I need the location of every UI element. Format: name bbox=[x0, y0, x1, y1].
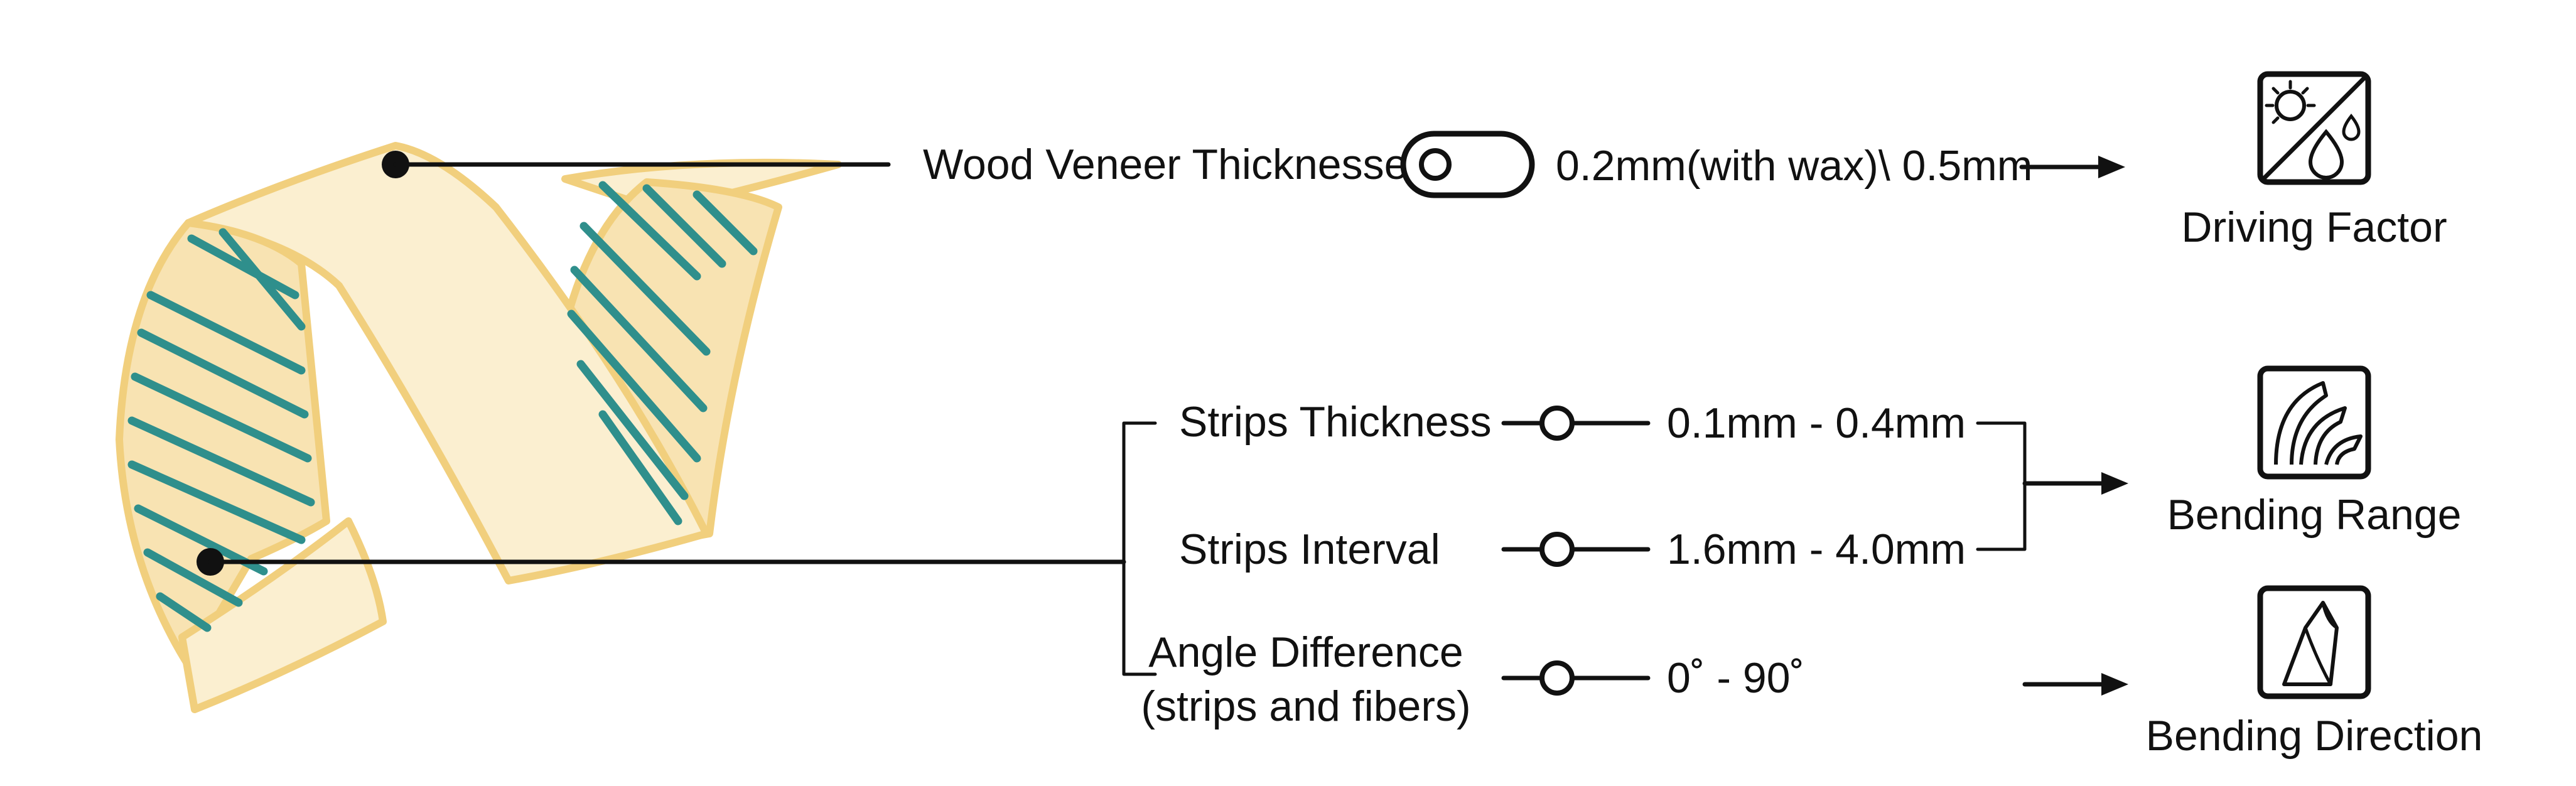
driving-factor-label: Driving Factor bbox=[2181, 203, 2447, 251]
sun-rain-icon bbox=[2257, 71, 2371, 185]
strips-thickness-label: Strips Thickness bbox=[1179, 398, 1492, 446]
bending-direction-label: Bending Direction bbox=[2146, 712, 2483, 760]
driving-factor-block: Driving Factor bbox=[2181, 71, 2447, 251]
toggle-switch-icon bbox=[1400, 131, 1535, 198]
strips-bracket bbox=[1122, 421, 1157, 676]
strips-interval-value: 1.6mm - 4.0mm bbox=[1667, 525, 1966, 573]
slider-knob-icon bbox=[1501, 406, 1651, 441]
angle-difference-value: 0˚ - 90˚ bbox=[1667, 654, 1804, 702]
arrow-right-icon bbox=[2019, 156, 2125, 178]
strips-interval-label: Strips Interval bbox=[1179, 525, 1440, 573]
veneer-ribbon-illustration bbox=[116, 142, 842, 713]
bending-range-label: Bending Range bbox=[2167, 491, 2462, 539]
angle-difference-label: Angle Difference bbox=[1148, 628, 1463, 676]
slider-knob-icon bbox=[1501, 660, 1651, 696]
bending-direction-block: Bending Direction bbox=[2146, 585, 2483, 760]
veneer-thickness-value: 0.2mm(with wax)\ 0.5mm bbox=[1556, 142, 2032, 190]
slider-knob-icon bbox=[1501, 532, 1651, 567]
bending-range-block: Bending Range bbox=[2167, 365, 2462, 539]
arrow-right-icon bbox=[2022, 472, 2128, 495]
veneer-thickness-row: Wood Veneer Thicknesses 0.2mm(with wax)\… bbox=[382, 131, 2125, 198]
bending-range-icon bbox=[2257, 365, 2371, 480]
angle-difference-sublabel: (strips and fibers) bbox=[1141, 682, 1470, 730]
strips-branch: Strips Thickness 0.1mm - 0.4mm Strips In… bbox=[197, 398, 2128, 730]
range-bracket bbox=[1976, 421, 2027, 551]
strips-thickness-value: 0.1mm - 0.4mm bbox=[1667, 399, 1966, 447]
arrow-right-icon bbox=[2022, 673, 2128, 696]
bending-direction-icon bbox=[2257, 585, 2371, 699]
veneer-thickness-label: Wood Veneer Thicknesses bbox=[923, 141, 1429, 188]
